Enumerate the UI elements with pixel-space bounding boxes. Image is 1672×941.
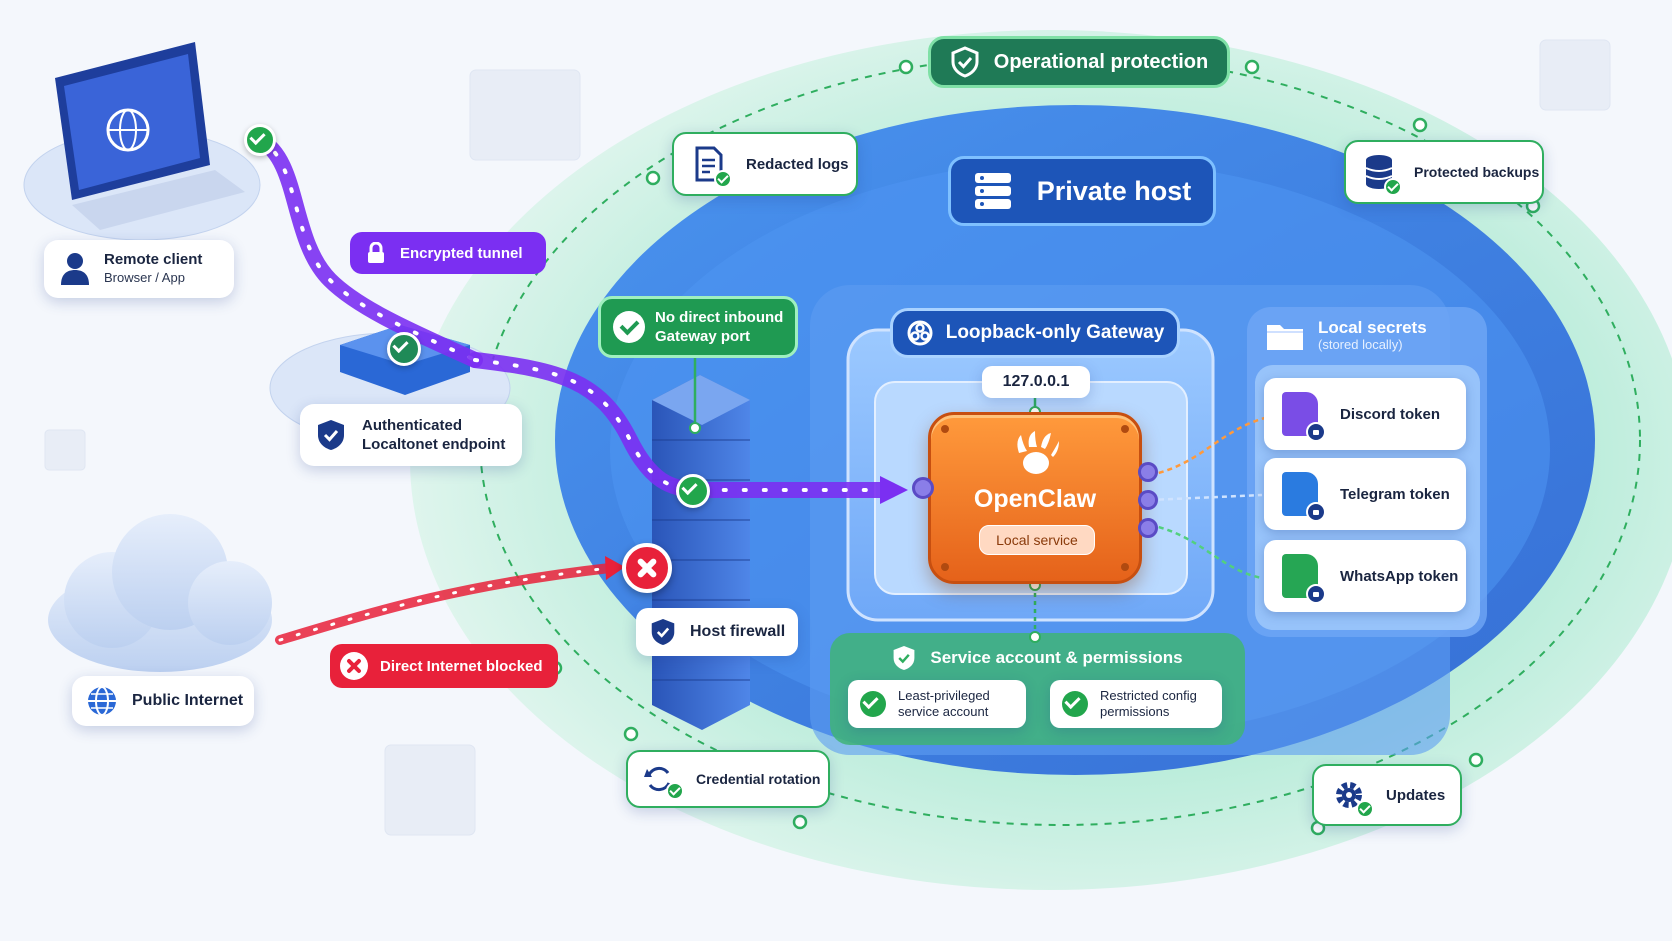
decor-cubes bbox=[44, 39, 1611, 836]
user-icon bbox=[61, 253, 89, 285]
restricted-config-line2: permissions bbox=[1100, 704, 1170, 719]
loopback-address-badge: 127.0.0.1 bbox=[982, 366, 1090, 398]
endpoint-card: Authenticated Localtonet endpoint bbox=[300, 404, 522, 466]
no-direct-inbound-callout: No direct inbound Gateway port bbox=[598, 296, 798, 358]
least-privileged-line2: service account bbox=[898, 704, 989, 719]
core-port-left bbox=[912, 477, 934, 499]
encrypted-tunnel-label: Encrypted tunnel bbox=[400, 244, 523, 262]
check-icon bbox=[714, 170, 732, 188]
endpoint-label-line2: Localtonet endpoint bbox=[362, 436, 506, 453]
local-secrets-subtitle: (stored locally) bbox=[1318, 337, 1403, 352]
remote-client-card: Remote client Browser / App bbox=[44, 240, 234, 298]
folder-icon bbox=[1267, 325, 1303, 350]
credential-rotation-card: Credential rotation bbox=[626, 750, 830, 808]
openclaw-subtitle: Local service bbox=[996, 532, 1078, 548]
restricted-config-line1: Restricted config bbox=[1100, 688, 1197, 703]
whatsapp-token-card: WhatsApp token bbox=[1264, 540, 1466, 612]
shield-check-icon bbox=[951, 46, 979, 78]
restricted-config-card: Restricted config permissions bbox=[1050, 680, 1222, 728]
server-stack-icon bbox=[974, 173, 1011, 209]
protected-backups-label: Protected backups bbox=[1414, 164, 1540, 180]
remote-client-title: Remote client bbox=[104, 251, 203, 268]
globe-icon bbox=[88, 686, 116, 716]
shield-check-icon bbox=[318, 420, 344, 450]
least-privileged-card: Least-privileged service account bbox=[848, 680, 1026, 728]
document-check-icon bbox=[695, 146, 723, 182]
client-check-icon bbox=[244, 124, 276, 156]
check-icon bbox=[613, 311, 645, 343]
check-icon bbox=[1384, 178, 1402, 196]
redacted-logs-card: Redacted logs bbox=[672, 132, 858, 196]
document-lock-icon bbox=[1282, 472, 1326, 522]
link-icon bbox=[907, 320, 933, 346]
public-internet-label: Public Internet bbox=[132, 692, 244, 709]
loopback-gateway-label: Loopback-only Gateway bbox=[945, 322, 1165, 343]
endpoint-label-line1: Authenticated bbox=[362, 417, 463, 434]
redacted-logs-label: Redacted logs bbox=[746, 155, 849, 173]
openclaw-core: OpenClaw Local service bbox=[928, 412, 1142, 584]
x-circle-icon bbox=[340, 652, 368, 680]
check-icon bbox=[1062, 691, 1088, 717]
blocked-path bbox=[275, 563, 615, 645]
shield-check-icon bbox=[651, 619, 675, 645]
gear-check-icon bbox=[1336, 782, 1362, 808]
local-secrets-header: Local secrets (stored locally) bbox=[1254, 308, 1440, 364]
shield-icon bbox=[893, 646, 915, 670]
core-port-right-1 bbox=[1138, 462, 1158, 482]
padlock-icon bbox=[368, 242, 384, 263]
check-icon bbox=[666, 782, 684, 800]
paw-icon bbox=[1017, 431, 1059, 474]
laptop-globe-icon bbox=[55, 42, 245, 230]
openclaw-subtitle-badge: Local service bbox=[979, 525, 1095, 555]
service-account-title: Service account & permissions bbox=[930, 648, 1183, 667]
firewall-pass-check-icon bbox=[676, 474, 710, 508]
operational-protection-badge: Operational protection bbox=[928, 36, 1230, 88]
core-port-right-2 bbox=[1138, 490, 1158, 510]
host-firewall-label: Host firewall bbox=[690, 623, 786, 640]
check-icon bbox=[1356, 800, 1374, 818]
document-lock-icon bbox=[1282, 554, 1326, 604]
operational-protection-label: Operational protection bbox=[993, 50, 1209, 73]
telegram-token-card: Telegram token bbox=[1264, 458, 1466, 530]
encrypted-tunnel-badge: Encrypted tunnel bbox=[350, 232, 546, 274]
local-secrets-title: Local secrets bbox=[1318, 318, 1427, 337]
telegram-token-label: Telegram token bbox=[1340, 485, 1450, 503]
tunnel-arrowhead bbox=[880, 476, 908, 504]
openclaw-name: OpenClaw bbox=[973, 485, 1097, 513]
protected-backups-card: Protected backups bbox=[1344, 140, 1544, 204]
public-internet-card: Public Internet bbox=[72, 676, 254, 726]
updates-label: Updates bbox=[1386, 786, 1446, 804]
credential-rotation-label: Credential rotation bbox=[696, 771, 821, 787]
direct-internet-blocked-label: Direct Internet blocked bbox=[380, 657, 543, 675]
whatsapp-token-label: WhatsApp token bbox=[1340, 567, 1459, 585]
host-firewall-card: Host firewall bbox=[636, 608, 798, 656]
remote-client-subtitle: Browser / App bbox=[104, 270, 185, 285]
blocked-x-icon bbox=[622, 543, 672, 593]
direct-internet-blocked-badge: Direct Internet blocked bbox=[330, 644, 558, 688]
loopback-address-label: 127.0.0.1 bbox=[1002, 373, 1070, 390]
no-direct-inbound-line2: Gateway port bbox=[655, 328, 751, 345]
discord-token-card: Discord token bbox=[1264, 378, 1466, 450]
document-lock-icon bbox=[1282, 392, 1326, 442]
updates-card: Updates bbox=[1312, 764, 1462, 826]
no-direct-inbound-line1: No direct inbound bbox=[655, 309, 784, 326]
discord-token-label: Discord token bbox=[1340, 405, 1441, 423]
loopback-gateway-badge: Loopback-only Gateway bbox=[890, 308, 1180, 358]
private-host-badge: Private host bbox=[948, 156, 1216, 226]
core-port-right-3 bbox=[1138, 518, 1158, 538]
private-host-label: Private host bbox=[1036, 175, 1192, 206]
check-icon bbox=[860, 691, 886, 717]
cloud-icon bbox=[48, 514, 272, 672]
service-account-header: Service account & permissions bbox=[830, 640, 1245, 676]
least-privileged-line1: Least-privileged bbox=[898, 688, 990, 703]
endpoint-check-icon bbox=[387, 332, 421, 366]
